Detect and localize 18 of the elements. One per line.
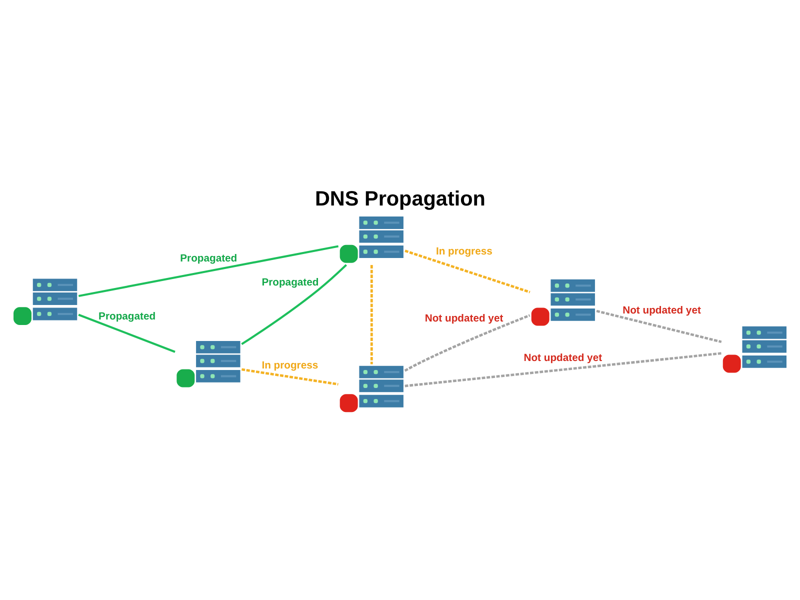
- connector: [404, 352, 722, 387]
- connector: [241, 264, 348, 345]
- edge-label: In progress: [262, 360, 318, 372]
- connector: [370, 264, 373, 364]
- connector: [596, 309, 722, 343]
- diagram-title: DNS Propagation: [314, 186, 486, 210]
- connector: [404, 249, 530, 293]
- edge-label: Propagated: [262, 277, 319, 288]
- edge-label: In progress: [436, 246, 492, 258]
- connector: [78, 313, 176, 352]
- edge-label: Not updated yet: [524, 352, 602, 364]
- edge-label: Propagated: [180, 252, 238, 264]
- connector: [242, 368, 338, 385]
- connector: [78, 244, 339, 296]
- edge-label: Not updated yet: [424, 313, 504, 324]
- edge-label: Not updated yet: [622, 304, 701, 316]
- edge-label: Propagated: [98, 311, 156, 322]
- connector: [404, 314, 530, 372]
